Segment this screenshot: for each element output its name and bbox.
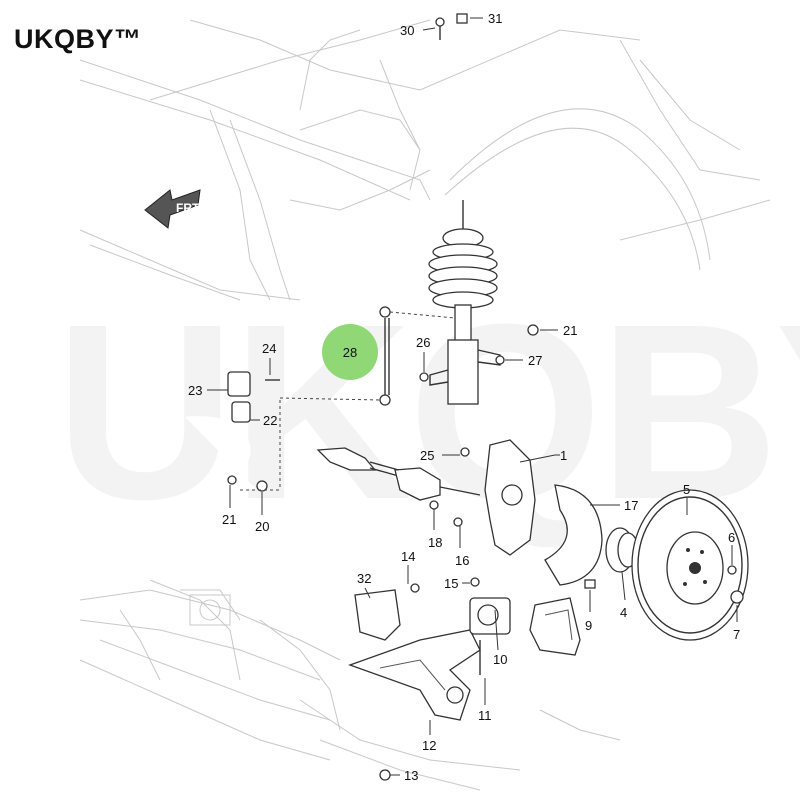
- callout-20: 20: [255, 519, 269, 534]
- callout-30: 30: [400, 23, 414, 38]
- front-arrow-label: FRT: [176, 201, 200, 215]
- vehicle-body-background: [79, 19, 771, 301]
- callout-32: 32: [357, 571, 371, 586]
- highlight-label: 28: [343, 345, 357, 360]
- callout-26: 26: [416, 335, 430, 350]
- callout-16: 16: [455, 553, 469, 568]
- highlight-marker: [322, 324, 378, 380]
- callout-4: 4: [620, 605, 627, 620]
- callout-1: 1: [560, 448, 567, 463]
- stabilizer-link: [279, 306, 456, 406]
- callout-12: 12: [422, 738, 436, 753]
- callout-25: 25: [420, 448, 434, 463]
- callout-27: 27: [528, 353, 542, 368]
- brake-caliper: [529, 597, 581, 656]
- callout-21-lower: 21: [222, 512, 236, 527]
- callout-14: 14: [401, 549, 415, 564]
- strut-assembly: [428, 200, 501, 405]
- callout-18: 18: [428, 535, 442, 550]
- callout-17: 17: [624, 498, 638, 513]
- brake-disc: [631, 489, 749, 641]
- callout-13: 13: [404, 768, 418, 783]
- callout-21: 21: [563, 323, 577, 338]
- brake-shield: [544, 484, 603, 586]
- bracket: [354, 577, 480, 641]
- brand-logo: UKQBY™: [14, 24, 142, 54]
- lower-control-arm: [348, 597, 511, 781]
- steering-knuckle: [460, 439, 536, 556]
- callout-22: 22: [263, 413, 277, 428]
- callout-15: 15: [444, 576, 458, 591]
- callout-5: 5: [683, 482, 690, 497]
- front-direction-arrow: FRT: [144, 189, 201, 229]
- callout-31: 31: [488, 11, 502, 26]
- callout-labels: 30 31 21 27 26 24 23 22 25 1 17 5 6 7 4 …: [188, 11, 740, 783]
- callout-23: 23: [188, 383, 202, 398]
- subframe-background: [79, 579, 621, 791]
- drive-shaft: [316, 447, 481, 501]
- callout-11: 11: [478, 708, 492, 723]
- callout-9: 9: [585, 618, 592, 633]
- leader-lines: [207, 17, 738, 776]
- stabilizer-bar: [185, 371, 281, 492]
- callout-7: 7: [733, 627, 740, 642]
- callout-6: 6: [728, 530, 735, 545]
- callout-24: 24: [262, 341, 276, 356]
- callout-10: 10: [493, 652, 507, 667]
- fasteners: [419, 13, 539, 527]
